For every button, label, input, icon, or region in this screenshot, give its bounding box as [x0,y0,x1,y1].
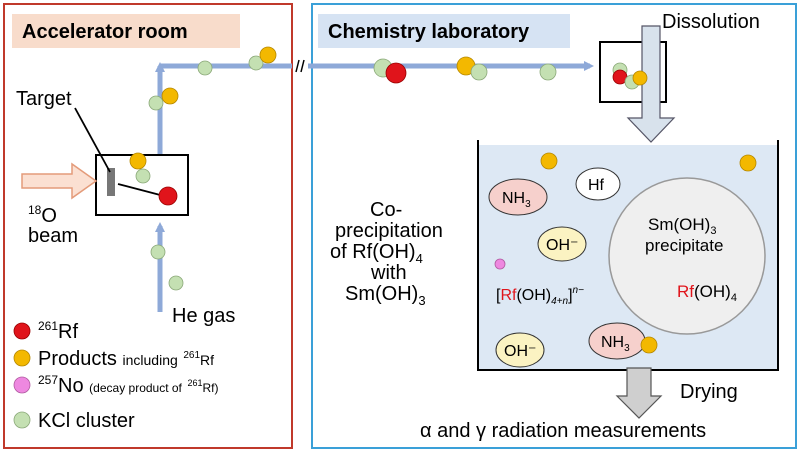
kcl-cluster-icon [470,63,488,81]
product-icon [161,87,179,105]
kcl-cluster-icon [148,95,164,111]
drying-arrow-icon [615,367,663,419]
dissolution-label: Dissolution [662,11,760,33]
target-label: Target [16,88,72,110]
chemistry-title: Chemistry laboratory [328,21,530,43]
kcl-cluster-icon [248,55,264,71]
pipe-particles [373,56,557,84]
legend-kcl: KCl cluster [38,410,135,432]
sm-oh3-precipitate [608,177,766,335]
nh3-species [488,178,548,216]
accelerator-title: Accelerator room [22,21,188,43]
legend-no: 257No (decay product of 261Rf) [38,373,218,397]
oh-species-2 [495,332,545,368]
radiation-label: α and γ radiation measurements [420,420,706,442]
precipitate-rf: Rf(OH)4 [677,282,737,304]
dissolution-arrow-icon [626,25,676,143]
left-particles [129,46,277,291]
dissolution-particles [612,62,648,90]
he-gas-label: He gas [172,305,235,327]
beam-arrow-icon [21,162,98,200]
legend: 261Rf Products including 261Rf 257No (de… [13,319,218,432]
beam-label: 18O [28,203,57,227]
accelerator-panel [3,3,293,449]
no257-icon [494,258,506,270]
hf-species [575,167,621,201]
kcl-cluster-icon [150,244,166,260]
legend-rf: 261Rf [38,319,78,343]
green-dot-icon [13,411,31,429]
accelerator-title-bg [12,14,240,48]
beaker-particles [494,152,757,354]
target-pointer [74,107,111,173]
product-icon [259,46,277,64]
chemistry-title-bg [318,14,570,48]
nh3-label-2: NH3 [601,334,630,354]
product-icon [739,154,757,172]
red-dot-icon [13,322,31,340]
recoil-line [117,183,165,197]
rf-complex-label: [Rf(OH)4+n]n− [496,285,584,307]
oh-label: OH⁻ [546,237,578,254]
oh-label-2: OH⁻ [504,343,536,360]
svg-text:of Rf(OH)4: of Rf(OH)4 [330,241,423,266]
rf261-icon [158,186,178,206]
svg-text:precipitation: precipitation [335,220,443,242]
pipe-break-icon [295,59,305,73]
chemistry-panel [311,3,797,449]
kcl-cluster-icon [135,168,151,184]
beam-label-line2: beam [28,225,78,247]
svg-text:Co-: Co- [370,199,402,221]
oh-species [537,226,587,262]
nh3-label: NH3 [502,190,531,210]
pink-dot-icon [13,376,31,394]
coprecipitation-text: Co- precipitation of Rf(OH)4 with Sm(OH)… [330,199,443,308]
product-icon [540,152,558,170]
product-icon [640,336,658,354]
kcl-cluster-icon [539,63,557,81]
drying-label: Drying [680,381,738,403]
legend-products: Products including 261Rf [38,348,214,370]
product-icon [129,152,147,170]
precipitate-line1: Sm(OH)3 [648,215,716,237]
yellow-dot-icon [13,349,31,367]
kcl-cluster-icon [197,60,213,76]
rf261-icon [385,62,407,84]
product-icon [632,70,648,86]
precipitate-line2: precipitate [645,236,723,255]
svg-text:Sm(OH)3: Sm(OH)3 [345,283,426,308]
kcl-cluster-icon [168,275,184,291]
hf-label: Hf [588,177,605,194]
svg-text:with: with [370,262,407,284]
target-foil [107,168,115,196]
